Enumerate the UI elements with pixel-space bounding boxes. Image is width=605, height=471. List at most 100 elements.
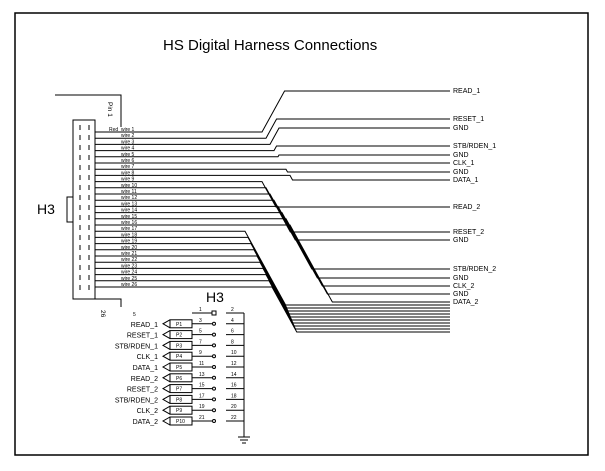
- wire-tab: wire 17: [95, 226, 140, 232]
- pin-marker: [212, 343, 216, 348]
- wire-label: wire 18: [121, 232, 137, 238]
- signal-label: GND: [453, 169, 469, 176]
- wire-label: wire 24: [121, 270, 137, 276]
- port-arrow: [161, 330, 171, 340]
- pin-odd: 1: [199, 307, 202, 313]
- wire-label: wire 14: [121, 208, 137, 214]
- wire-route: [140, 212, 450, 287]
- signal-label: READ_2: [453, 204, 480, 211]
- wire-tab: wire 4: [95, 146, 140, 152]
- wire-label: wire 3: [121, 139, 135, 145]
- drawing-frame: [14, 12, 589, 456]
- pinout-signal: STB/RDEN_2: [115, 397, 158, 404]
- pinout-signal: CLK_2: [137, 408, 159, 415]
- wire-tab: wire 22: [95, 257, 140, 263]
- wire-label: wire 22: [121, 257, 137, 263]
- wire-label: wire 2: [121, 133, 135, 139]
- wire-color-label: Red: [109, 127, 118, 133]
- wire-tab: wire 12: [95, 195, 140, 201]
- pin-marker: [212, 332, 216, 337]
- wire-route: [140, 218, 450, 295]
- wire-route: [140, 90, 450, 133]
- pin-odd: 7: [199, 339, 202, 345]
- wire-label: wire 20: [121, 245, 137, 251]
- pin-marker: [212, 375, 216, 380]
- pin-even: 2: [231, 307, 234, 313]
- wire-route: [140, 243, 450, 312]
- pin-odd: 17: [199, 393, 205, 399]
- port-arrow: [161, 351, 171, 361]
- signal-label: READ_1: [453, 88, 480, 95]
- pin1-label: Pin 1: [106, 102, 113, 117]
- wire-tab: wire 5: [95, 152, 140, 158]
- pinout-signal: DATA_1: [133, 365, 159, 372]
- port-arrow: [161, 362, 171, 372]
- signal-label: GND: [453, 291, 469, 298]
- pinout-signal: READ_1: [131, 322, 158, 329]
- pinout-signal: RESET_1: [127, 333, 158, 340]
- wire-label: wire 16: [121, 220, 137, 226]
- wire-label: wire 13: [121, 201, 137, 207]
- signal-label: DATA_2: [453, 299, 479, 306]
- wire-tab: wire 7: [95, 164, 140, 170]
- wire-label: wire 7: [121, 164, 135, 170]
- port-label: P7: [176, 387, 182, 393]
- port-arrow: [161, 384, 171, 394]
- signal-label: GND: [453, 152, 469, 159]
- wire-route: [140, 187, 450, 233]
- wire-tab: wire 25: [95, 276, 140, 282]
- signal-label: DATA_1: [453, 177, 479, 184]
- pinout-signal: RESET_2: [127, 387, 158, 394]
- pin-odd: 21: [199, 415, 205, 421]
- wire-route: [140, 193, 450, 241]
- wire-tab: wire 11: [95, 189, 140, 195]
- port-label: P5: [176, 365, 182, 371]
- pinout-header-mark: 5: [133, 312, 136, 318]
- signal-label: RESET_1: [453, 116, 484, 123]
- pin1-marker: [211, 310, 217, 316]
- ground-icon: [238, 436, 250, 444]
- pin-even: 6: [231, 329, 234, 335]
- port-arrow: [161, 373, 171, 383]
- pin-even: 18: [231, 393, 237, 399]
- wire-label: wire 8: [121, 170, 135, 176]
- wire-tab: wire 8: [95, 170, 140, 176]
- wire-route: [140, 274, 450, 327]
- port-label: P2: [176, 333, 182, 339]
- wire-tab: wire 20: [95, 245, 140, 251]
- wire-label: wire 1: [121, 127, 135, 133]
- pinout-signal: READ_2: [131, 376, 158, 383]
- wire-tab: wire 26: [95, 282, 140, 288]
- connector-key: [66, 196, 74, 223]
- wire-tab: wire 10: [95, 183, 140, 189]
- pin-marker: [212, 386, 216, 391]
- wire-tab: wire 9: [95, 177, 140, 183]
- wire-label: wire 21: [121, 251, 137, 257]
- wire-label: wire 4: [121, 146, 135, 152]
- wire-tab: wire 16: [95, 220, 140, 226]
- wire-tab: wire 3: [95, 139, 140, 145]
- pin-odd: 11: [199, 361, 204, 367]
- pinout-signal: STB/RDEN_1: [115, 343, 158, 350]
- wire-tab: wire 15: [95, 214, 140, 220]
- pinout-signal: DATA_2: [133, 419, 159, 426]
- port-label: P6: [176, 376, 182, 382]
- wire-tab: wire 2: [95, 133, 140, 139]
- port-arrow: [161, 340, 171, 350]
- wire-route: [140, 224, 450, 303]
- pin-marker: [212, 354, 216, 359]
- pin-odd: 13: [199, 372, 205, 378]
- port-label: P9: [176, 408, 182, 414]
- pin1-leader: [55, 94, 122, 127]
